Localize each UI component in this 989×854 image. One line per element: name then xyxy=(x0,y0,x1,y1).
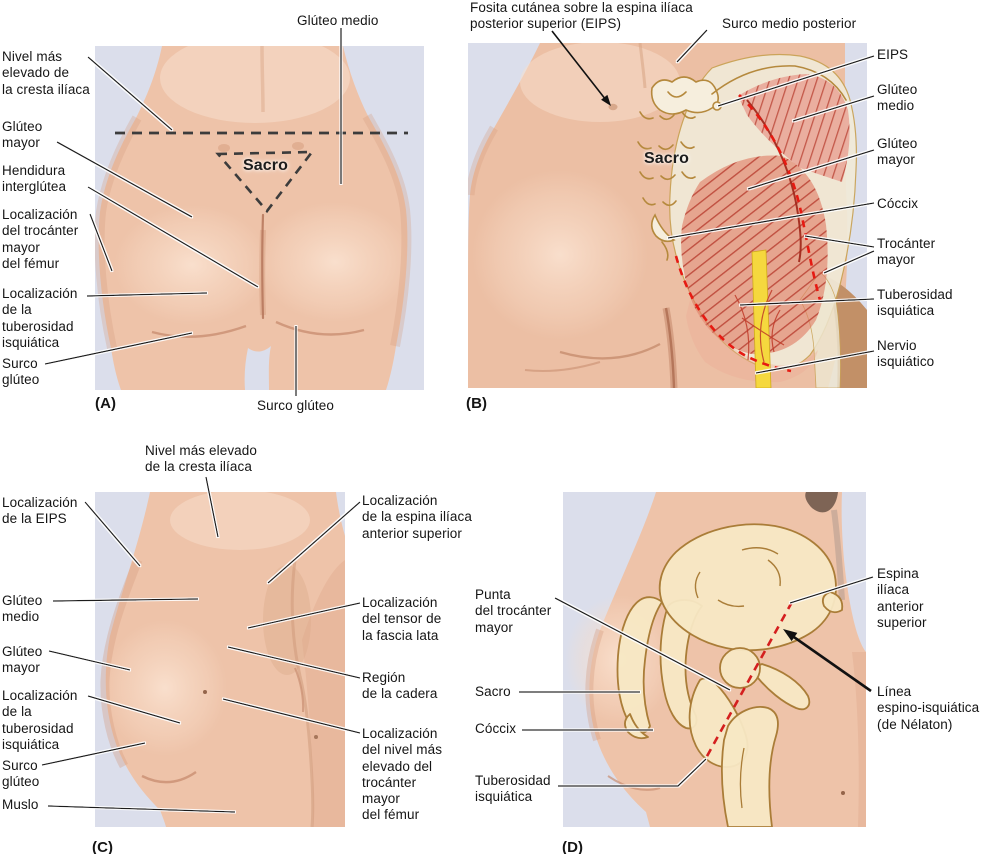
label-gluteo-medio-c: Glúteo medio xyxy=(2,593,43,625)
label-nivel-trocanter-c: Localización del nivel más elevado del t… xyxy=(362,726,443,823)
label-trocanter-b: Trocánter mayor xyxy=(877,236,936,268)
leader-lines xyxy=(41,28,875,813)
label-fosita-b: Fosita cutánea sobre la espina ilíaca po… xyxy=(470,0,693,32)
panel-letter-c: (C) xyxy=(92,839,114,854)
label-hendidura-a: Hendidura interglútea xyxy=(2,163,67,195)
panel-b-photo xyxy=(468,43,867,388)
muscle-border-dashed xyxy=(674,94,822,373)
label-sacro-d: Sacro xyxy=(475,684,511,699)
label-loc-eips-c: Localización de la EIPS xyxy=(2,495,78,527)
label-region-cadera-c: Región de la cadera xyxy=(362,670,438,702)
label-linea-nelaton-d: Línea espino-isquiática (de Nélaton) xyxy=(877,684,980,732)
label-eips-b: EIPS xyxy=(877,47,909,62)
fosita-arrow xyxy=(551,30,611,106)
muscle-illustration xyxy=(637,53,857,388)
label-tuberosidad-c: Localización de la tuberosidad isquiátic… xyxy=(2,688,78,752)
label-coccix-b: Cóccix xyxy=(877,196,919,211)
panel-a-photo xyxy=(95,46,424,390)
nelaton-arrow xyxy=(783,629,872,693)
label-tuberosidad-b: Tuberosidad isquiática xyxy=(877,287,953,319)
panel-d-photo xyxy=(563,492,866,827)
label-surco-medio-b: Surco medio posterior xyxy=(722,16,857,31)
label-gluteo-mayor-a: Glúteo mayor xyxy=(2,119,43,151)
label-surco-gluteo-c: Surco glúteo xyxy=(2,758,40,790)
label-coccix-d: Cóccix xyxy=(475,721,517,736)
panel-letter-d: (D) xyxy=(562,839,584,854)
label-gluteo-mayor-c: Glúteo mayor xyxy=(2,644,43,676)
label-muslo-c: Muslo xyxy=(2,797,39,812)
label-surco-gluteo-izq-a: Surco glúteo xyxy=(2,356,40,388)
panel-letter-b: (B) xyxy=(466,395,488,412)
nelaton-line-dashed xyxy=(704,601,794,759)
label-espina-anterior-c: Localización de la espina ilíaca anterio… xyxy=(362,493,472,541)
label-espina-anterior-d: Espina ilíaca anterior superior xyxy=(877,566,927,630)
label-gluteo-mayor-b: Glúteo mayor xyxy=(877,136,918,168)
label-surco-gluteo-inf-a: Surco glúteo xyxy=(257,398,334,413)
label-nivel-cresta-c: Nivel más elevado de la cresta ilíaca xyxy=(145,443,258,475)
label-punta-trocanter-d: Punta del trocánter mayor xyxy=(475,587,552,635)
label-trocanter-a: Localización del trocánter mayor del fém… xyxy=(2,207,79,271)
label-tensor-fascia-c: Localización del tensor de la fascia lat… xyxy=(362,595,442,643)
label-sacro-b: Sacro xyxy=(644,150,689,167)
panel-letter-a: (A) xyxy=(95,395,117,412)
panel-c-photo xyxy=(95,492,345,827)
label-tuberosidad-d: Tuberosidad isquiática xyxy=(475,773,551,805)
label-gluteo-medio-a: Glúteo medio xyxy=(297,13,379,28)
label-nivel-cresta-a: Nivel más elevado de la cresta ilíaca xyxy=(2,49,90,97)
label-gluteo-medio-b: Glúteo medio xyxy=(877,82,918,114)
label-tuberosidad-a: Localización de la tuberosidad isquiátic… xyxy=(2,286,78,350)
label-sacro-a: Sacro xyxy=(243,157,288,174)
label-nervio-b: Nervio isquiático xyxy=(877,338,935,370)
pelvis-bone-illustration xyxy=(616,523,844,827)
